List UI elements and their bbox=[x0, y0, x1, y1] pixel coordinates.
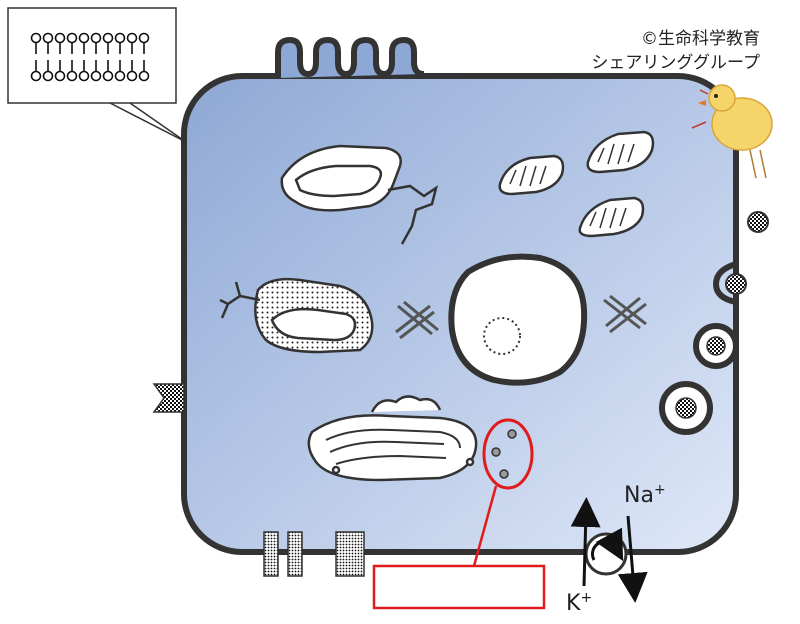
callout-pointer-line bbox=[109, 102, 187, 143]
chick-icon bbox=[691, 84, 773, 179]
nucleus-icon bbox=[448, 253, 588, 386]
rotating-pump-icon bbox=[584, 527, 628, 576]
vesicle-highlight-circle bbox=[482, 418, 534, 490]
nucleolus-icon bbox=[483, 317, 521, 355]
desmosome-icon bbox=[152, 383, 185, 413]
callout-pointer-line-2 bbox=[129, 102, 187, 143]
tight-junction-icon bbox=[335, 531, 365, 577]
na-ion-label: Na+ bbox=[624, 482, 666, 508]
na-ion-arrow bbox=[617, 515, 648, 603]
mitochondrion-icon bbox=[498, 154, 565, 196]
golgi-apparatus-icon bbox=[307, 395, 478, 482]
endocytosis-vesicle-icon bbox=[659, 211, 769, 435]
k-ion-label: K+ bbox=[566, 590, 592, 616]
centriole-icon bbox=[603, 294, 647, 334]
copyright-line-1: ©生命科学教育 bbox=[641, 29, 760, 49]
k-ion-arrow bbox=[570, 497, 601, 587]
centriole-icon bbox=[395, 300, 439, 340]
mitochondrion-icon bbox=[578, 196, 645, 238]
smooth-er-icon bbox=[280, 144, 438, 245]
copyright-line-2: シェアリンググループ bbox=[591, 53, 760, 73]
rough-er-icon bbox=[219, 277, 374, 354]
gap-junction-icon bbox=[263, 531, 279, 577]
gap-junction-icon bbox=[287, 531, 303, 577]
phospholipid-bilayer-icon bbox=[30, 32, 150, 82]
answer-box[interactable] bbox=[372, 564, 546, 610]
vesicle-icon bbox=[491, 429, 517, 479]
highlight-pointer-line bbox=[472, 485, 498, 567]
mitochondrion-icon bbox=[586, 130, 655, 174]
bilayer-callout-box bbox=[7, 7, 177, 104]
microvilli bbox=[275, 36, 425, 78]
